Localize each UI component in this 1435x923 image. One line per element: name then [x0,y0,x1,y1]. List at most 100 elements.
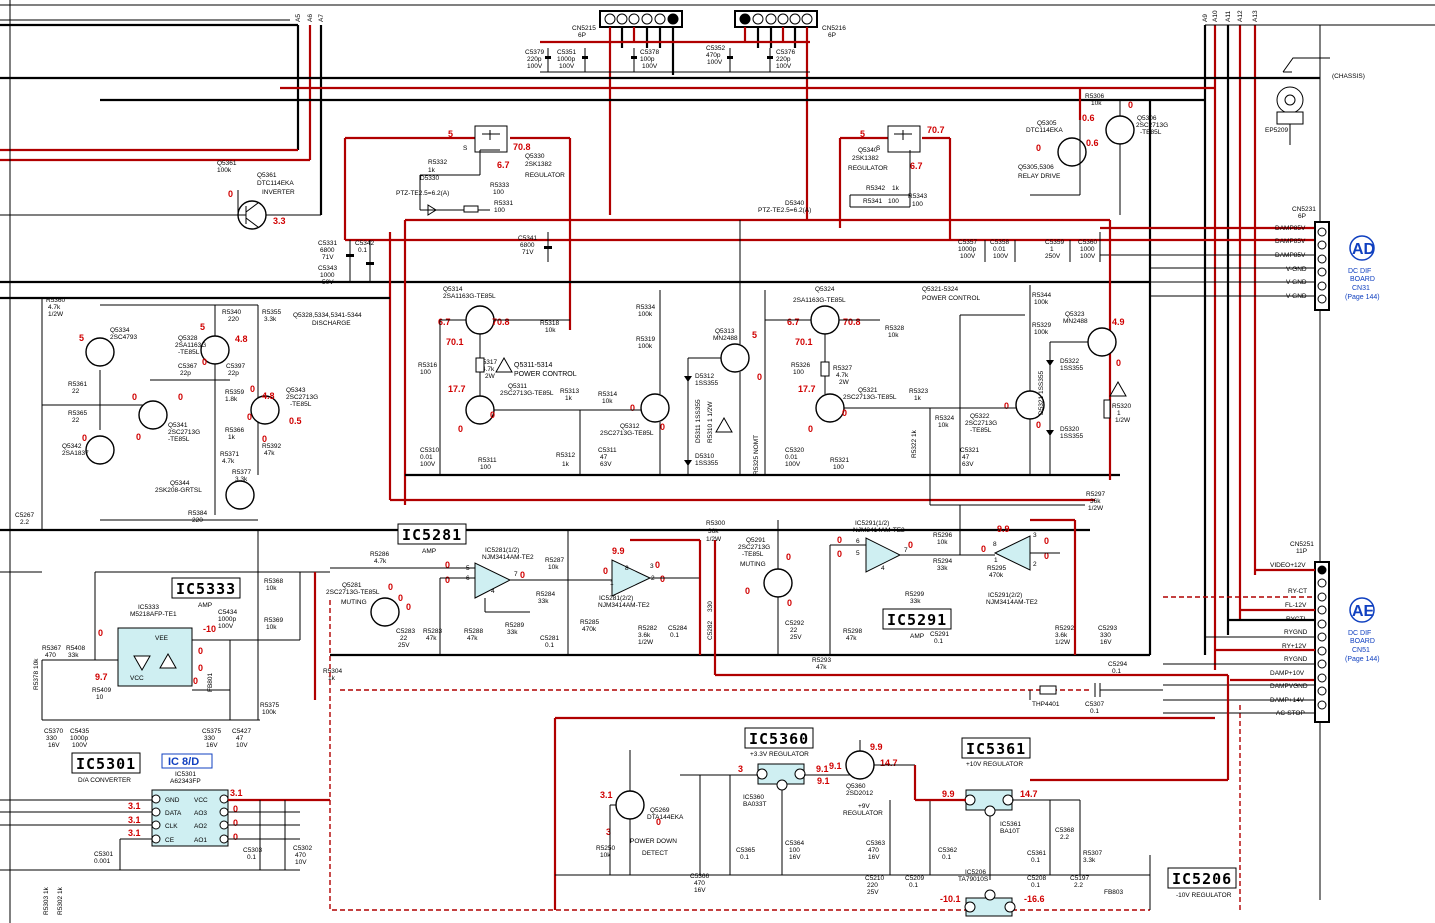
svg-text:0: 0 [655,560,660,570]
ic5301-dac: IC5301 D/A CONVERTER IC 8/D IC5301 A6234… [0,752,330,915]
svg-text:R5299: R5299 [905,591,925,598]
svg-text:R5303 1k: R5303 1k [43,886,50,915]
ic5281a-name: IC5281(1/2) [485,547,519,554]
board-ad-line3: CN31 [1352,285,1370,292]
q5330-function: REGULATOR [525,172,565,179]
svg-text:C5357: C5357 [958,239,978,246]
svg-text:7: 7 [514,571,518,578]
svg-text:2SC2713G-TE85L: 2SC2713G-TE85L [600,430,654,437]
svg-text:R5392: R5392 [262,443,282,450]
svg-text:3.3: 3.3 [273,216,286,226]
svg-text:3.3k: 3.3k [1083,857,1096,864]
svg-text:70.7: 70.7 [927,125,945,135]
svg-text:C5301: C5301 [94,851,114,858]
svg-text:250V: 250V [1045,253,1061,260]
svg-text:100: 100 [494,207,505,214]
svg-text:R5282: R5282 [638,625,658,632]
svg-text:100V: 100V [559,63,575,70]
svg-text:470p: 470p [706,52,721,59]
svg-text:470: 470 [694,880,705,887]
svg-text:63V: 63V [962,461,974,468]
svg-text:220: 220 [228,316,239,323]
svg-text:6.7: 6.7 [497,160,510,170]
svg-text:R5325 NOMT: R5325 NOMT [753,435,760,475]
svg-text:Q5312: Q5312 [620,423,640,430]
svg-text:0.6: 0.6 [1086,138,1099,148]
svg-text:16V: 16V [48,742,60,749]
ic5281a-part: NJM3414AM-TE2 [482,554,534,561]
svg-text:D5310: D5310 [695,453,715,460]
board-ae-line1: DC DIF [1348,630,1371,637]
svg-text:1: 1 [1050,246,1054,253]
svg-text:R5283: R5283 [423,628,443,635]
svg-text:2SC2713G-TE85L: 2SC2713G-TE85L [843,394,897,401]
svg-text:0.1: 0.1 [358,247,367,254]
main-rails [0,100,1315,657]
svg-text:0: 0 [837,535,842,545]
dip-pin-vcc: VCC [194,797,208,804]
svg-text:C5434: C5434 [218,609,238,616]
board-ae-letter: AE [1352,603,1375,620]
svg-text:0: 0 [630,403,635,413]
q5361-part: DTC114EKA [257,180,294,187]
svg-text:100V: 100V [785,461,801,468]
svg-text:10k: 10k [888,332,899,339]
svg-text:C5341: C5341 [518,235,538,242]
svg-text:22: 22 [72,388,80,395]
svg-text:R5333: R5333 [490,182,510,189]
svg-text:0: 0 [233,832,238,842]
svg-text:R5368: R5368 [264,578,284,585]
svg-text:220: 220 [192,517,203,524]
svg-text:16V: 16V [206,742,218,749]
svg-text:100V: 100V [420,461,436,468]
cn5251-sig1: VIDEO+12V [1270,562,1306,569]
svg-text:3: 3 [738,764,743,774]
svg-text:D5312: D5312 [695,373,715,380]
svg-text:100V: 100V [993,253,1009,260]
board-ae-badge: AE DC DIF BOARD CN51 (Page 144) [1345,597,1380,663]
svg-text:50V: 50V [322,279,334,286]
ic5206-title: IC5206 [1172,870,1232,888]
svg-text:R5344: R5344 [1032,292,1052,299]
board-ae-line2: BOARD [1350,638,1375,645]
svg-text:C5342: C5342 [355,240,375,247]
svg-text:10k: 10k [548,564,559,571]
q5306-name: Q5306 [1137,115,1157,122]
cn5231-sig3: DAMP85V [1275,252,1306,259]
svg-text:R5320: R5320 [1112,403,1132,410]
svg-text:8: 8 [993,541,997,548]
q5291-function: MUTING [740,561,766,568]
svg-text:0: 0 [757,372,762,382]
svg-text:Q5322: Q5322 [970,413,990,420]
svg-text:0.1: 0.1 [740,854,749,861]
q5340-function: REGULATOR [848,165,888,172]
pin-a9: A9 [1202,14,1209,22]
svg-text:47: 47 [962,454,970,461]
svg-text:C5376: C5376 [776,49,796,56]
svg-text:C5359: C5359 [1045,239,1065,246]
cn5251-sig7: RYGND [1284,656,1308,663]
svg-text:R5314: R5314 [598,391,618,398]
svg-text:R5328: R5328 [885,325,905,332]
svg-text:2SC2713G-TE85L: 2SC2713G-TE85L [500,390,554,397]
svg-text:R5377: R5377 [232,469,252,476]
svg-text:-10: -10 [203,624,216,634]
svg-text:MN2488: MN2488 [1063,318,1088,325]
svg-text:1k: 1k [892,185,900,192]
ic5360-regulator: IC5360 +3.3V REGULATOR IC5360 BA033T 3 9… [680,727,855,875]
svg-text:9.9: 9.9 [612,546,625,556]
board-ad-line1: DC DIF [1348,268,1371,275]
q5360-name: Q5360 [846,783,866,790]
svg-text:100k: 100k [1034,299,1049,306]
svg-text:100V: 100V [527,63,543,70]
discharge-function: DISCHARGE [312,320,351,327]
svg-text:100: 100 [912,201,923,208]
svg-text:S: S [876,145,881,152]
cn5251-sig3: FL-12V [1285,602,1307,609]
svg-text:C5365: C5365 [736,847,756,854]
svg-text:100: 100 [888,198,899,205]
power-control-1: Q5314 2SA1163G-TE85L 6.7 70.8 70.1 17.7 … [418,220,762,475]
svg-text:4.7k: 4.7k [374,558,387,565]
svg-text:22p: 22p [180,370,191,377]
svg-text:0: 0 [262,434,267,444]
